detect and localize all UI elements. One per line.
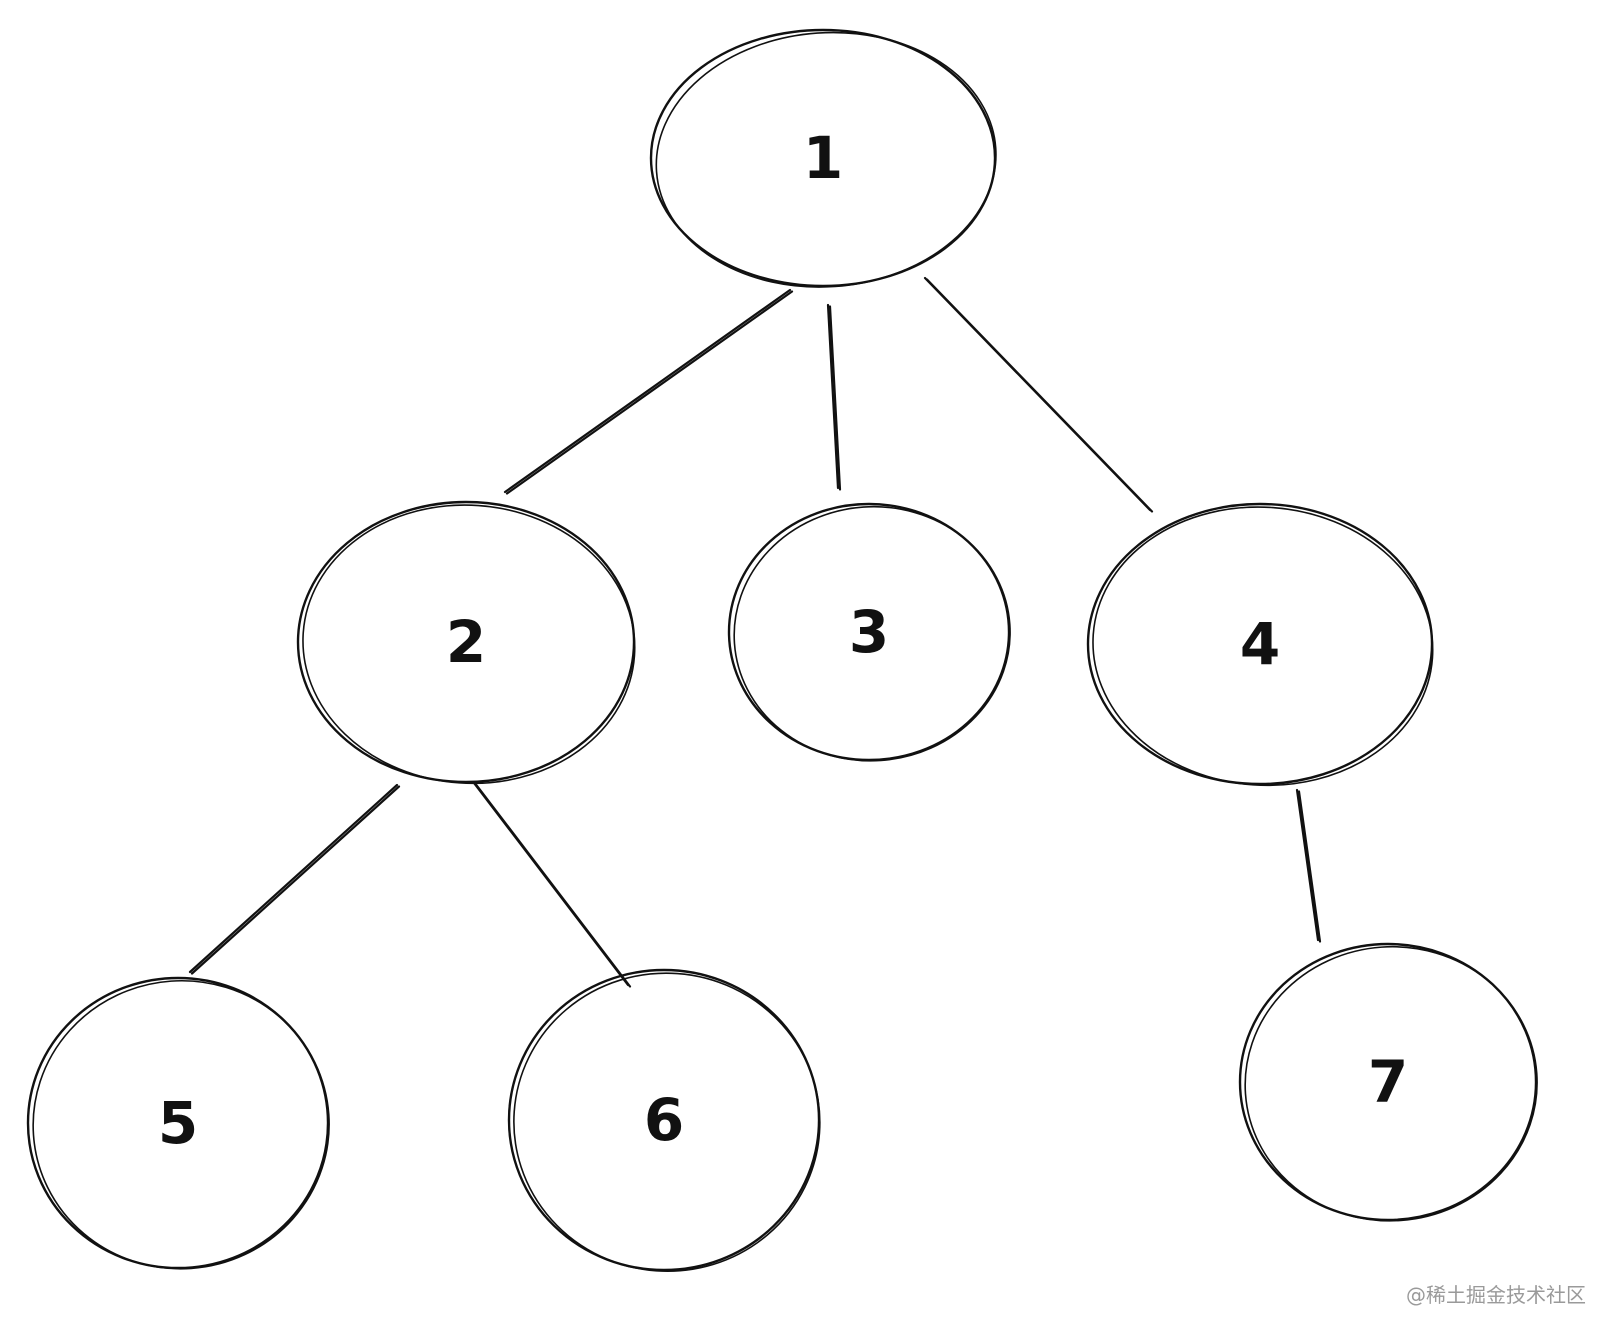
edge-2-6 <box>472 781 632 988</box>
node-7: 7 <box>1238 942 1538 1222</box>
node-outline-sketch <box>302 504 636 785</box>
edge-stroke <box>828 305 842 491</box>
node-1: 1 <box>649 28 997 288</box>
node-2: 2 <box>296 500 636 785</box>
nodes-layer: 1 2 3 4 5 6 7 <box>26 28 1538 1273</box>
edge-1-4 <box>923 276 1154 513</box>
node-outline <box>1238 942 1538 1222</box>
node-outline-sketch <box>1092 506 1434 787</box>
edge-stroke <box>1297 790 1322 943</box>
node-outline <box>727 502 1011 762</box>
edge-stroke <box>503 288 792 494</box>
node-outline-sketch <box>1244 945 1538 1222</box>
node-6: 6 <box>507 968 821 1273</box>
node-4: 4 <box>1086 502 1434 787</box>
node-5: 5 <box>26 976 330 1270</box>
node-label: 6 <box>644 1086 684 1154</box>
node-outline-sketch <box>733 505 1011 762</box>
edge-stroke <box>925 278 1154 513</box>
node-outline <box>507 968 821 1272</box>
node-label: 7 <box>1368 1048 1408 1116</box>
node-label: 4 <box>1240 610 1280 678</box>
node-3: 3 <box>727 502 1011 762</box>
edge-2-5 <box>188 783 401 975</box>
edge-stroke <box>826 303 840 490</box>
node-outline-sketch <box>513 972 821 1273</box>
node-label: 1 <box>803 124 843 192</box>
node-label: 3 <box>849 598 889 666</box>
edge-4-7 <box>1295 788 1322 943</box>
edges-layer <box>188 276 1322 988</box>
watermark: @稀土掘金技术社区 <box>1406 1283 1586 1307</box>
node-outline <box>649 28 997 288</box>
edge-stroke <box>188 783 399 974</box>
edge-stroke <box>190 785 401 975</box>
edge-stroke <box>1295 788 1320 942</box>
edge-1-3 <box>826 303 842 491</box>
node-label: 5 <box>158 1089 198 1157</box>
edge-stroke <box>474 783 632 988</box>
node-label: 2 <box>446 608 486 676</box>
edge-stroke <box>505 290 794 495</box>
node-outline-sketch <box>32 979 330 1270</box>
node-outline-sketch <box>655 31 997 288</box>
edge-1-2 <box>503 288 794 495</box>
